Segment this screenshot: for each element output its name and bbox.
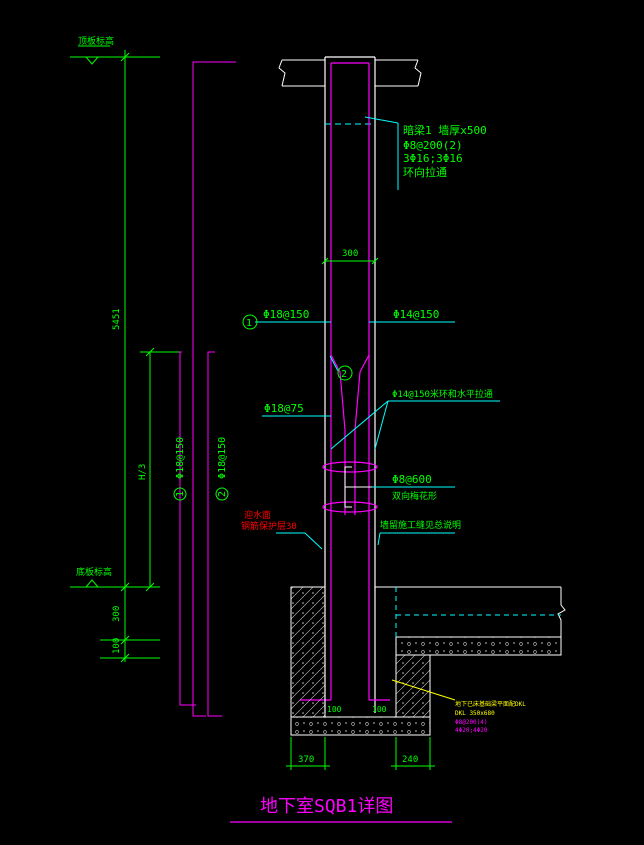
footing-beam-note: 地下已床基础梁平面配DKL DKL 350x680 Φ8@200(4) 4Φ20…	[455, 700, 526, 734]
bar1-side-label: 1 Φ18@150	[173, 437, 187, 501]
svg-text:地下已床基础梁平面配DKL: 地下已床基础梁平面配DKL	[455, 700, 526, 708]
bar-marker-2: 2	[337, 365, 353, 381]
horizontal-rebar-label: Φ14@150米环和水平拉通	[392, 388, 493, 400]
tie-bracket	[344, 466, 372, 508]
dim-100-text: 100	[112, 638, 122, 654]
footing-right-dim: 240	[402, 755, 418, 765]
drawing-title: 地下室SQB1详图	[260, 796, 393, 817]
tie-pattern-label: 双向梅花形	[392, 490, 437, 502]
wall-outline	[324, 56, 376, 713]
svg-text:环向拉通: 环向拉通	[403, 165, 447, 179]
svg-text:3Φ16;3Φ16: 3Φ16;3Φ16	[403, 152, 463, 165]
svg-text:Φ8@200(4): Φ8@200(4)	[455, 719, 488, 726]
svg-text:2: 2	[341, 369, 347, 380]
right-vertical-rebar-label: Φ14@150	[393, 308, 439, 321]
wall-rebar	[300, 62, 390, 701]
svg-text:Φ8@200(2): Φ8@200(2)	[403, 139, 463, 152]
top-slab	[278, 59, 422, 87]
callout-leaders	[255, 116, 500, 550]
waterproof-face-note: 迎水面 钢筋保护层30	[241, 509, 297, 532]
left-dim-chain	[70, 50, 180, 663]
bar2-side-label: 2 Φ18@150	[215, 437, 229, 501]
wall-thickness-text: 300	[342, 249, 358, 259]
wall-thickness-dim	[321, 257, 379, 265]
top-level-label: 顶板标高	[78, 35, 114, 47]
svg-text:迎水面: 迎水面	[244, 509, 271, 521]
right-cover-dim: 100	[372, 705, 387, 714]
svg-text:暗梁1 墙厚x500: 暗梁1 墙厚x500	[403, 123, 487, 137]
dim-300-text: 300	[112, 606, 122, 622]
tie-rebar-label: Φ8@600	[392, 473, 432, 486]
left-lower-rebar-label: Φ18@75	[264, 402, 304, 415]
svg-text:4Φ20;4Φ20: 4Φ20;4Φ20	[455, 727, 488, 734]
bar-marker-1: 1	[242, 314, 258, 330]
svg-text:钢筋保护层30: 钢筋保护层30	[241, 520, 297, 532]
total-height-dim: 5451	[112, 308, 122, 330]
beam-note: 暗梁1 墙厚x500 Φ8@200(2) 3Φ16;3Φ16 环向拉通	[403, 123, 487, 179]
svg-text:DKL 350x680: DKL 350x680	[455, 710, 495, 717]
third-height-dim: H/3	[138, 464, 148, 480]
footing-note-leader	[391, 679, 456, 701]
left-cover-dim: 100	[327, 705, 342, 714]
footing-dims	[286, 737, 435, 770]
svg-text:2 Φ18@150: 2 Φ18@150	[217, 437, 228, 497]
foundation	[290, 586, 566, 736]
svg-text:1 Φ18@150: 1 Φ18@150	[175, 437, 186, 497]
left-vertical-rebar-label: Φ18@150	[263, 308, 309, 321]
rebar-extent-lines	[179, 61, 236, 717]
bottom-level-label: 底板标高	[76, 566, 112, 578]
construction-joint-note: 墙留施工缝见总说明	[380, 519, 461, 531]
footing-left-dim: 370	[298, 755, 314, 765]
svg-text:1: 1	[246, 318, 252, 329]
